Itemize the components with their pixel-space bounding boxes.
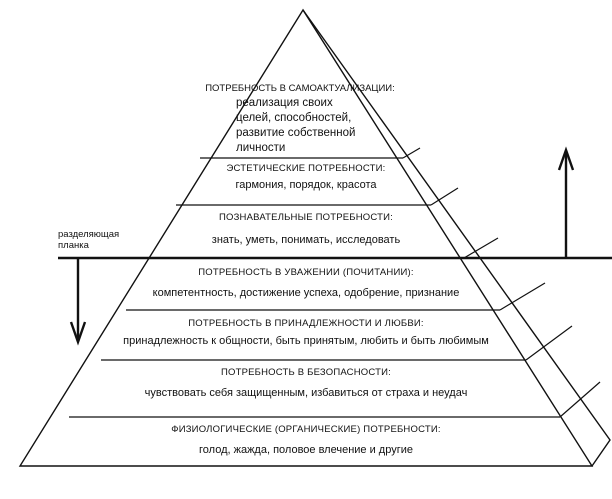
level-cognitive-desc: знать, уметь, понимать, исследовать [211,234,401,246]
level-esteem-title: ПОТРЕБНОСТЬ В УВАЖЕНИИ (ПОЧИТАНИИ): [198,267,414,278]
level-safety: ПОТРЕБНОСТЬ В БЕЗОПАСНОСТИ: чувствовать … [0,367,612,401]
level-physiological-desc: голод, жажда, половое влечение и другие [199,444,413,456]
side-line-6 [559,381,601,418]
side-line-5 [525,325,573,361]
desc-line: личности [236,142,286,154]
side-line-1 [402,147,421,159]
level-cognitive-title: ПОЗНАВАТЕЛЬНЫЕ ПОТРЕБНОСТИ: [218,212,394,223]
level-cognitive: ПОЗНАВАТЕЛЬНЫЕ ПОТРЕБНОСТИ: знать, уметь… [0,212,612,248]
level-self-actualization-title: ПОТРЕБНОСТЬ В САМОАКТУАЛИЗАЦИИ: [205,83,395,94]
side-line-2 [430,187,459,206]
level-self-actualization-desc: реализация своих целей, способностей, ра… [236,96,416,156]
pyramid-side-face [302,9,611,467]
level-esteem: ПОТРЕБНОСТЬ В УВАЖЕНИИ (ПОЧИТАНИИ): комп… [0,267,612,301]
level-belonging-desc: принадлежность к общности, быть принятым… [123,335,489,347]
pyramid-front-face [18,8,594,467]
level-aesthetic-desc: гармония, порядок, красота [235,179,377,191]
down-arrow-icon [69,321,87,346]
level-physiological: ФИЗИОЛОГИЧЕСКИЕ (ОРГАНИЧЕСКИЕ) ПОТРЕБНОС… [0,424,612,458]
level-esteem-desc: компетентность, достижение успеха, одобр… [152,287,460,299]
desc-line: целей, способностей, [236,112,352,124]
level-aesthetic: ЭСТЕТИЧЕСКИЕ ПОТРЕБНОСТИ: гармония, поря… [0,163,612,193]
level-safety-title: ПОТРЕБНОСТЬ В БЕЗОПАСНОСТИ: [220,367,392,378]
separator-label: разделяющая планка [58,229,119,251]
side-line-3 [463,237,499,259]
level-belonging: ПОТРЕБНОСТЬ В ПРИНАДЛЕЖНОСТИ И ЛЮБВИ: пр… [0,318,612,349]
separator-label-line-2: планка [58,240,89,251]
level-aesthetic-title: ЭСТЕТИЧЕСКИЕ ПОТРЕБНОСТИ: [226,163,386,174]
separator-label-line-1: разделяющая [58,229,120,240]
side-line-4 [499,282,546,311]
level-safety-desc: чувствовать себя защищенным, избавиться … [144,387,468,399]
desc-line: реализация своих [236,97,333,109]
level-belonging-title: ПОТРЕБНОСТЬ В ПРИНАДЛЕЖНОСТИ И ЛЮБВИ: [188,318,424,329]
level-physiological-title: ФИЗИОЛОГИЧЕСКИЕ (ОРГАНИЧЕСКИЕ) ПОТРЕБНОС… [171,424,441,435]
up-arrow-icon [557,146,575,171]
desc-line: развитие собственной [236,127,356,139]
